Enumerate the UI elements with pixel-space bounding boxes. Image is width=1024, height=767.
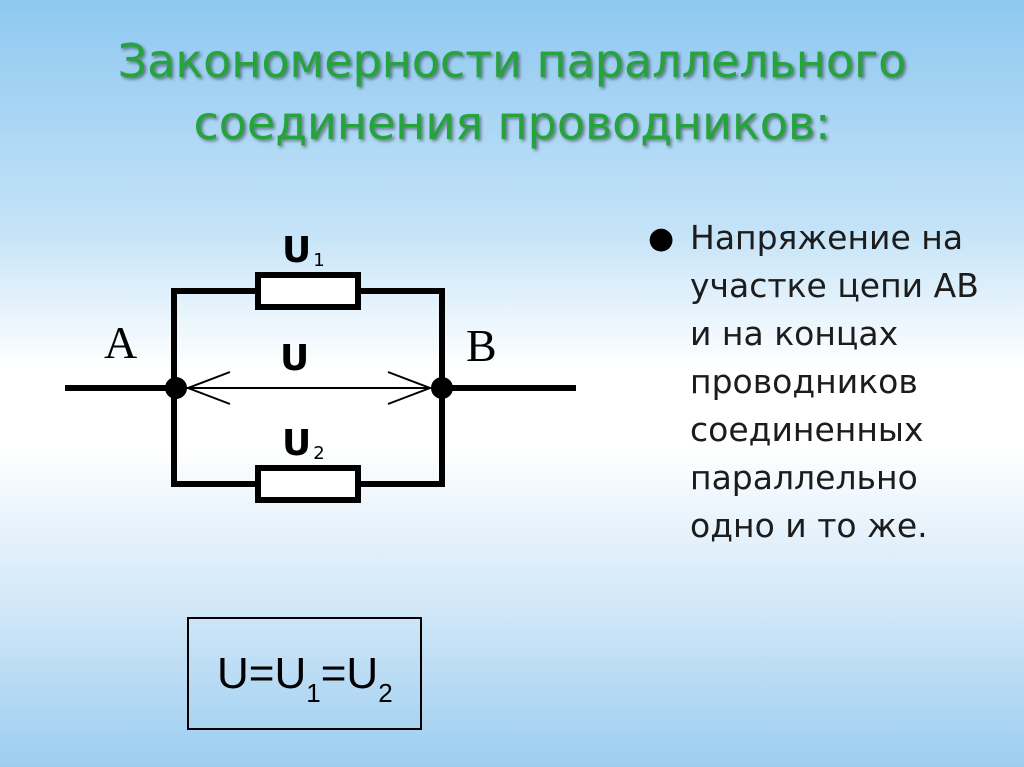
formula: U=U1=U2: [217, 649, 393, 718]
formula-sub1: 1: [306, 678, 321, 708]
node-b-label: B: [466, 320, 497, 371]
slide-title: Закономерности параллельного соединения …: [0, 30, 1024, 154]
voltage-u-label: U: [280, 338, 309, 379]
node-a-label: A: [104, 317, 137, 368]
voltage-u2-main: U: [282, 423, 311, 464]
resistor-r1: [255, 272, 361, 310]
voltage-u1-main: U: [282, 230, 311, 271]
formula-part1: U=U: [217, 649, 307, 698]
voltage-u2-sub: 2: [313, 443, 324, 464]
formula-sub2: 2: [378, 678, 393, 708]
bullet-item-text: Напряжение на участке цепи АВ и на конца…: [690, 218, 979, 545]
slide-title-line1: Закономерности параллельного: [117, 34, 907, 88]
node-a-dot: [165, 377, 187, 399]
slide-title-line2: соединения проводников:: [193, 96, 831, 150]
formula-part2: =U: [320, 649, 379, 698]
formula-box: U=U1=U2: [187, 617, 422, 730]
resistor-r2: [255, 465, 361, 503]
bullet-dot-icon: ●: [648, 221, 675, 256]
voltage-u1-sub: 1: [313, 250, 324, 271]
voltage-arrow-head-left: [185, 371, 231, 405]
node-b-dot: [431, 377, 453, 399]
voltage-arrow-head-right: [387, 371, 433, 405]
